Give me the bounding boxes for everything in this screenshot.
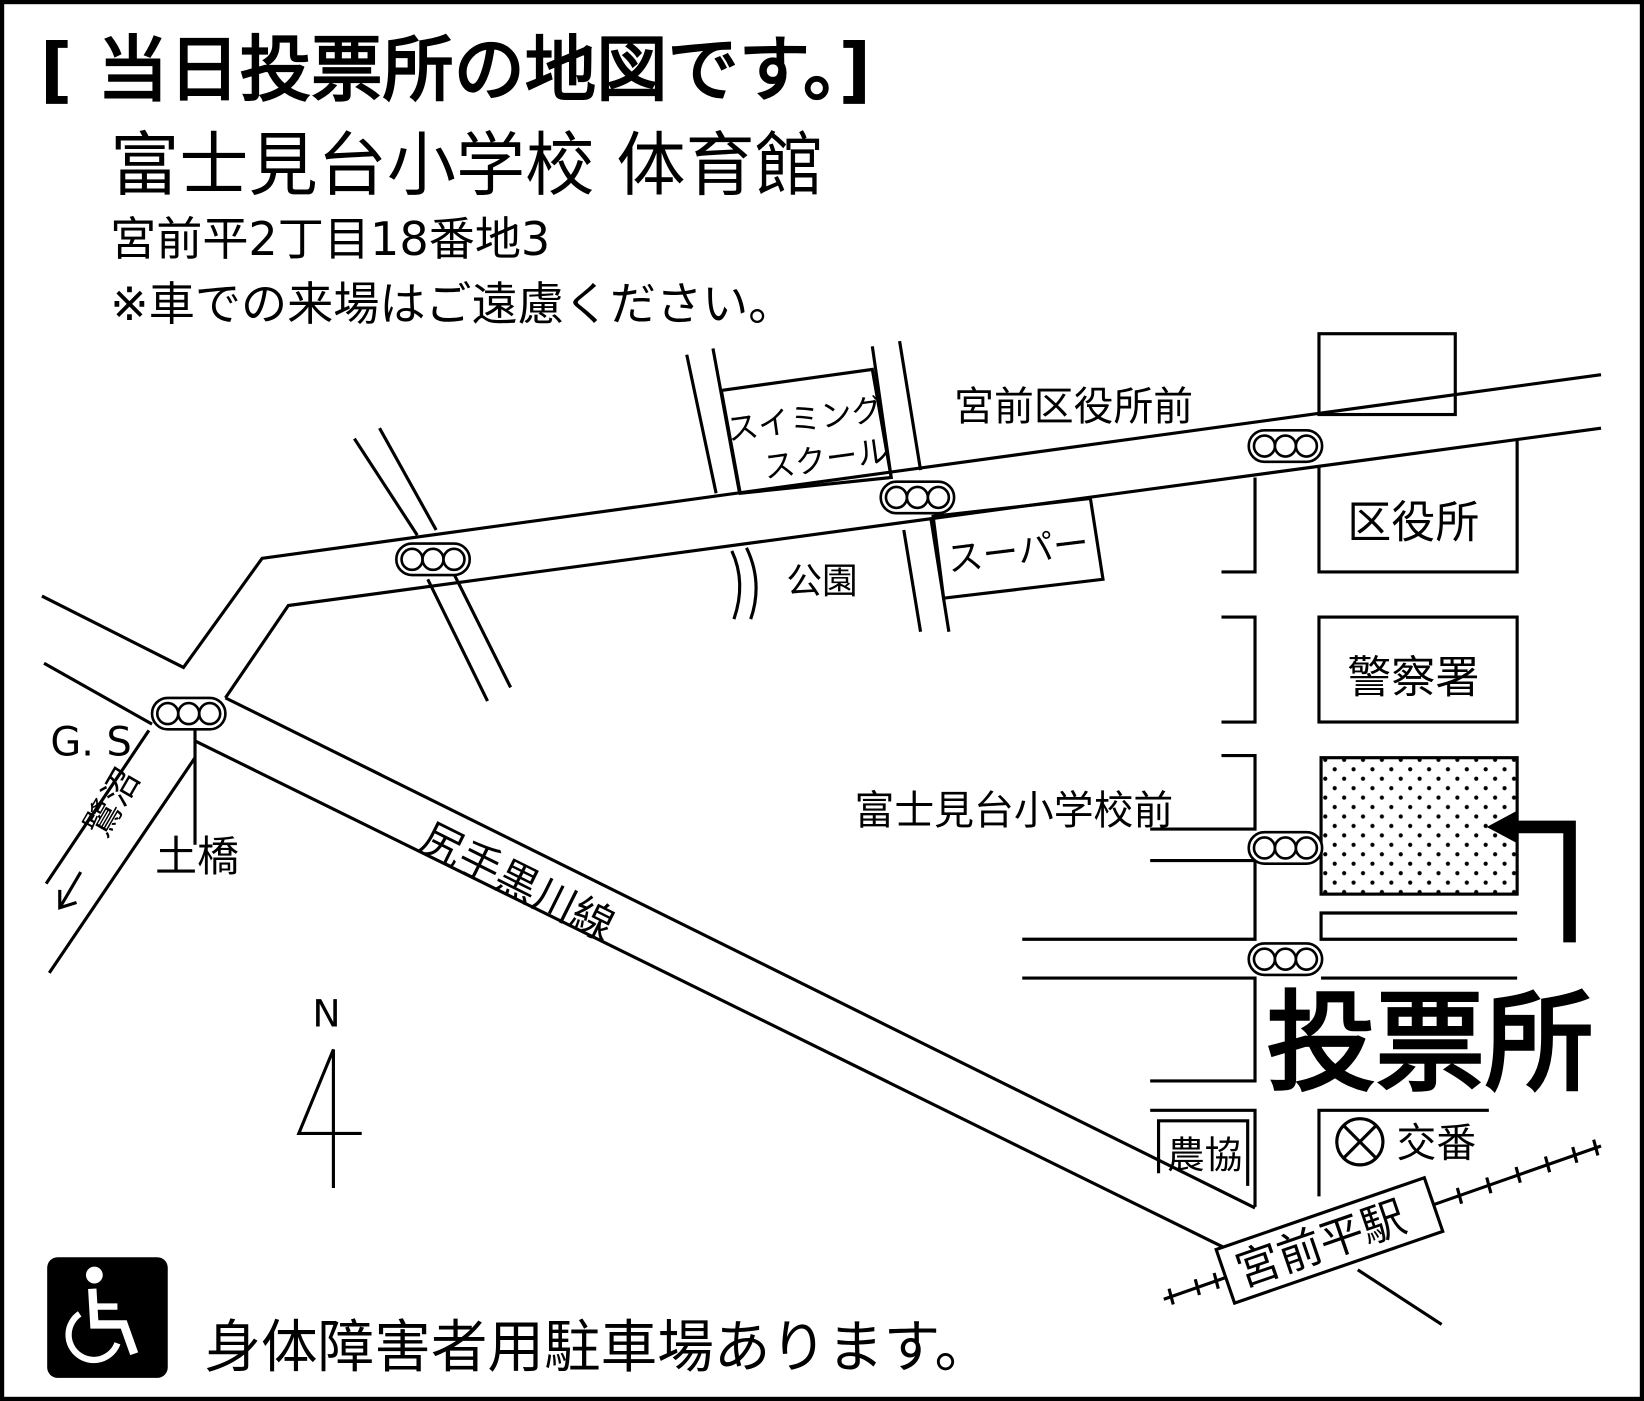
venue-address: 宮前平2丁目18番地3 [110,212,550,266]
north-label: N [312,991,340,1035]
school-front-label: 富士見台小学校前 [855,788,1174,834]
right-blocks [1022,332,1519,1207]
arrow-head-icon [1486,810,1519,844]
page-title: [ 当日投票所の地図です。] [40,28,871,111]
traffic-light-icon [1247,830,1324,865]
parking-note: ※車での来場はご遠慮ください。 [110,277,794,331]
koban-label: 交番 [1397,1120,1477,1166]
saginuma-road [43,661,197,974]
ward-office-front-label: 宮前区役所前 [954,384,1193,430]
north-arrow-icon: N [296,991,362,1188]
gas-station-label: G. S [50,720,131,766]
traffic-lights [150,428,1324,977]
ward-office-label: 区役所 [1347,497,1479,548]
polling-place-label: 投票所 [1267,980,1594,1107]
venue-name: 富士見台小学校 体育館 [110,126,824,206]
police-label: 警察署 [1347,653,1479,704]
shirite-kurokawa-road [194,696,1443,1326]
wheelchair-icon [47,1257,168,1378]
traffic-light-icon [1247,942,1324,977]
cross-road [353,340,951,702]
school-gym-building [1319,756,1519,896]
ja-label: 農協 [1167,1133,1242,1177]
koban-icon [1335,1117,1385,1167]
park-label: 公園 [786,561,857,602]
accessible-parking-note: 身体障害者用駐車場あります。 [204,1314,991,1380]
traffic-light-icon [150,696,227,731]
supermarket-building [931,496,1105,600]
swimming-school-building [719,367,894,495]
polling-arrow-icon [1509,820,1576,943]
traffic-light-icon [879,480,956,515]
traffic-light-icon [1247,428,1324,464]
station-box [1214,1175,1445,1306]
dobashi-label: 土橋 [155,832,239,881]
traffic-light-icon [395,542,472,577]
main-road [41,373,1602,699]
